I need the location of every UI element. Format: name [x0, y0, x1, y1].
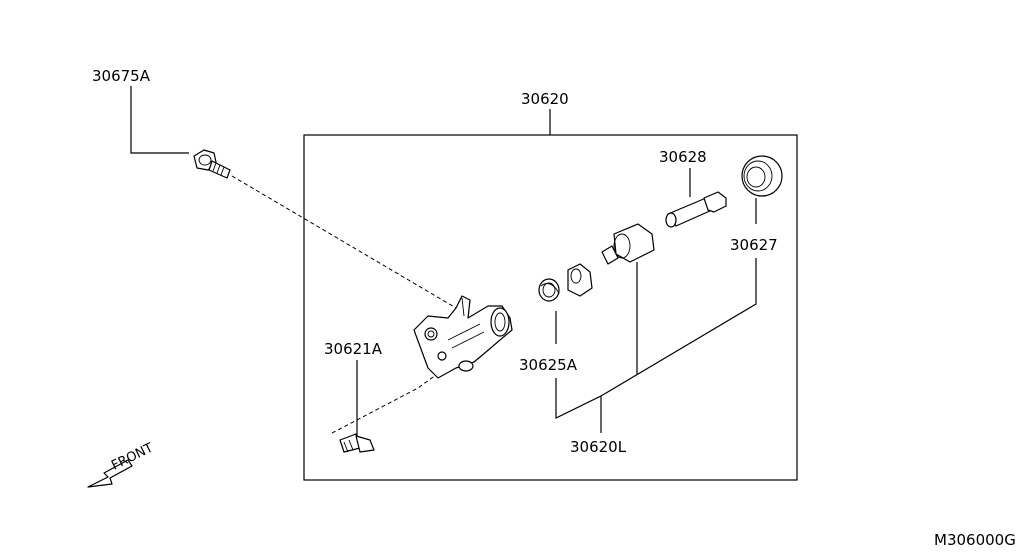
front-arrow: FRONT [87, 441, 156, 488]
piston [601, 223, 655, 265]
dash-bolt-to-cylinder [231, 175, 457, 309]
figure-code: M306000G [934, 531, 1016, 549]
push-rod-30628 [665, 191, 727, 228]
label-30620L: 30620L [570, 438, 627, 456]
bleeder-screw-30621A [339, 433, 375, 453]
spring-30625A [538, 278, 560, 302]
label-30621A: 30621A [324, 340, 383, 358]
label-30675A: 30675A [92, 67, 151, 85]
leader-kit-bracket [555, 378, 602, 433]
assembly-frame [303, 134, 798, 481]
slave-cylinder-body [413, 295, 513, 379]
dash-bleeder [331, 371, 441, 434]
front-label: FRONT [109, 441, 156, 474]
leader-kit-boot [600, 258, 757, 397]
leader-30675A [130, 86, 189, 154]
label-30620: 30620 [521, 90, 569, 108]
label-30627: 30627 [730, 236, 778, 254]
label-30625A: 30625A [519, 356, 578, 374]
piston-cup [567, 263, 593, 297]
boot-30627 [741, 155, 783, 197]
bolt-30675A [193, 149, 231, 179]
label-30628: 30628 [659, 148, 707, 166]
